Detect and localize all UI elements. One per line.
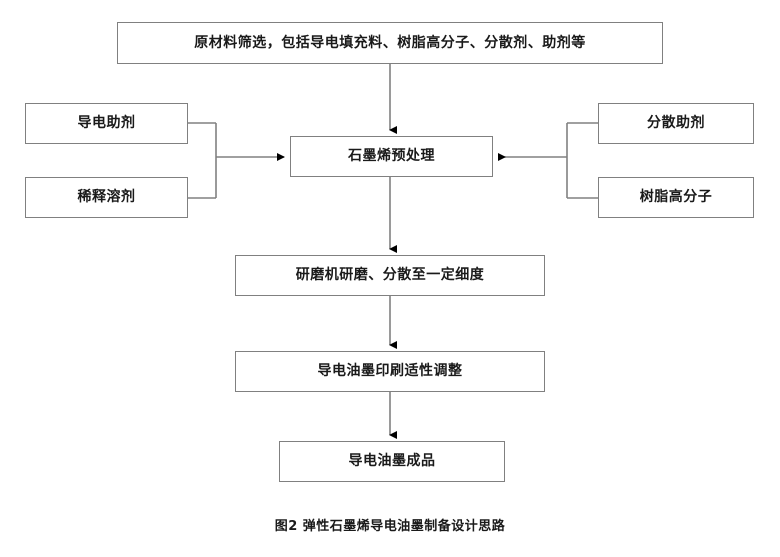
node-grinding: 研磨机研磨、分散至一定细度 [235,255,545,296]
node-dispersing-aid: 分散助剂 [598,103,754,144]
node-printability: 导电油墨印刷适性调整 [235,351,545,392]
node-resin-polymer-label: 树脂高分子 [639,189,713,206]
node-final-product-label: 导电油墨成品 [348,453,436,470]
edge-left-inputs-to-pretreatment [188,122,285,199]
node-grinding-label: 研磨机研磨、分散至一定细度 [295,267,485,284]
edge-right-inputs-to-pretreatment [498,122,598,199]
node-printability-label: 导电油墨印刷适性调整 [317,363,463,380]
node-raw-materials-label: 原材料筛选，包括导电填充料、树脂高分子、分散剂、助剂等 [194,34,586,51]
node-resin-polymer: 树脂高分子 [598,177,754,218]
node-raw-materials: 原材料筛选，包括导电填充料、树脂高分子、分散剂、助剂等 [117,22,663,64]
node-graphene-pretreatment-label: 石墨烯预处理 [348,148,435,165]
node-final-product: 导电油墨成品 [279,441,505,482]
node-diluent-solvent-label: 稀释溶剂 [77,189,136,206]
node-conductive-aid-label: 导电助剂 [77,115,136,132]
figure-caption: 图2 弹性石墨烯导电油墨制备设计思路 [274,519,506,534]
node-graphene-pretreatment: 石墨烯预处理 [290,136,493,177]
node-dispersing-aid-label: 分散助剂 [647,115,705,132]
node-diluent-solvent: 稀释溶剂 [25,177,188,218]
node-conductive-aid: 导电助剂 [25,103,188,144]
